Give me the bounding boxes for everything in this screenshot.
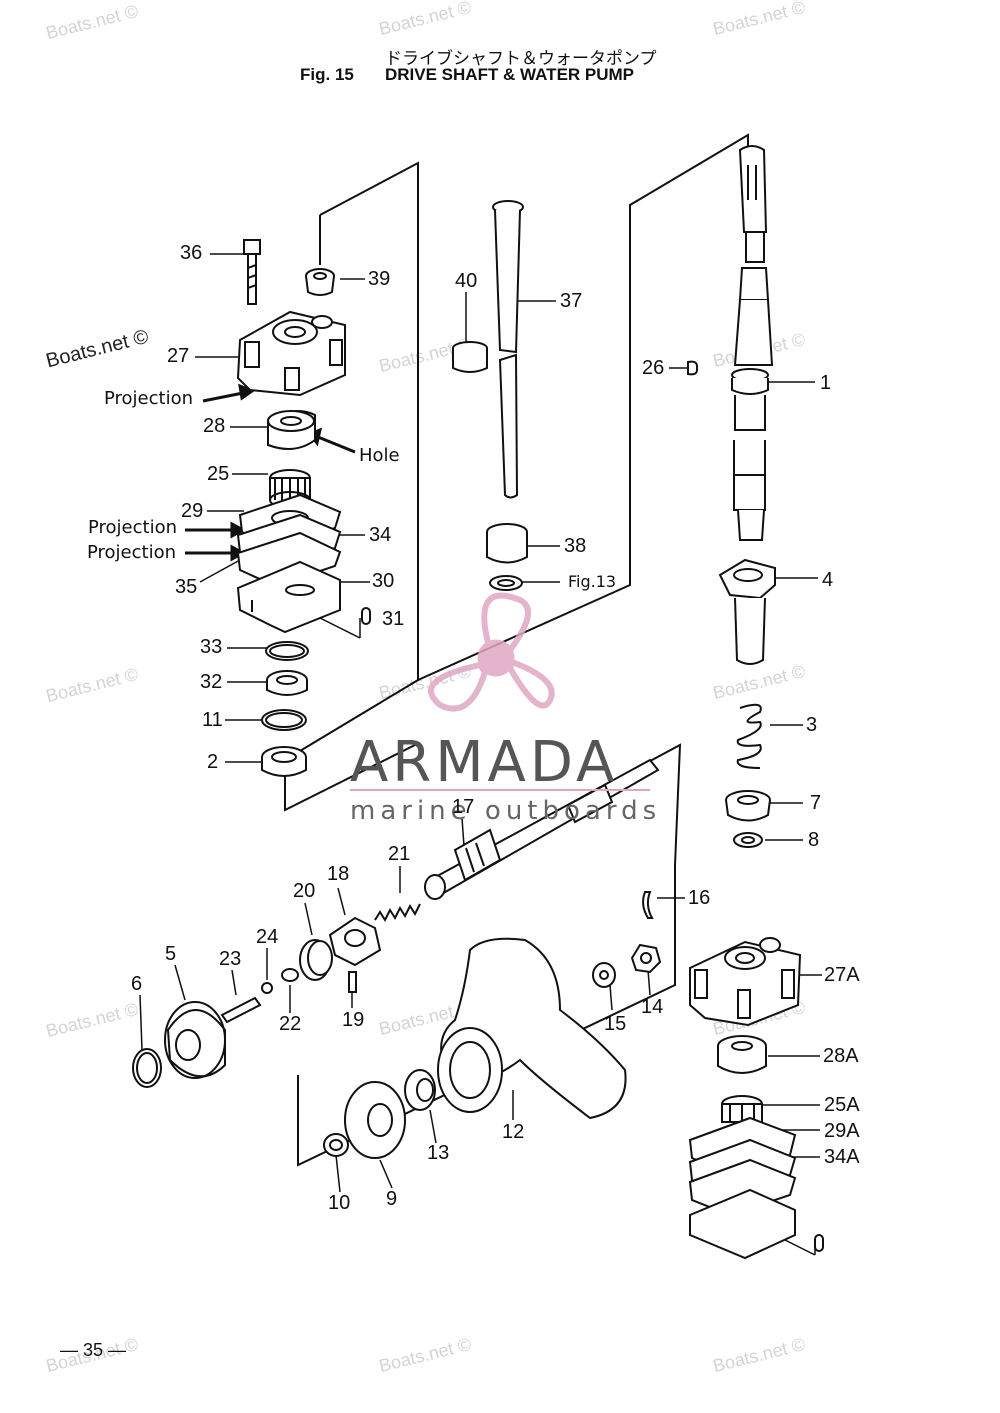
- brand-name: ARMADA: [350, 730, 619, 795]
- part-4-label: 4: [822, 569, 834, 591]
- part-40-label: 40: [455, 270, 478, 292]
- part-6-label: 6: [131, 973, 143, 995]
- part-17-label: 17: [452, 796, 475, 818]
- part-14-label: 14: [641, 996, 664, 1018]
- group-outline-center: [417, 133, 749, 681]
- part-1-label: 1: [820, 372, 832, 394]
- part-25-label: 25: [207, 463, 230, 485]
- part-26-label: 26: [642, 357, 665, 379]
- projection-label: Projection: [87, 542, 177, 563]
- part-27-label: 27: [167, 345, 190, 367]
- key-31: [361, 607, 371, 625]
- pin-19: [348, 971, 357, 993]
- part-33-label: 33: [200, 636, 223, 658]
- part-23-label: 23: [219, 948, 242, 970]
- part-12-label: 12: [502, 1121, 525, 1143]
- part-15-label: 15: [604, 1013, 627, 1035]
- ball-24: [261, 982, 273, 994]
- title-japanese: ドライブシャフト＆ウォータポンプ: [385, 49, 657, 69]
- part-29-label: 29: [181, 500, 204, 522]
- pump-housing-27A: [689, 940, 802, 1027]
- part-25A-label: 25A: [824, 1094, 860, 1116]
- projection-label: Projection: [88, 517, 178, 538]
- figure-title: DRIVE SHAFT & WATER PUMP: [385, 65, 635, 84]
- projection-label: Projection: [104, 388, 194, 409]
- part-19-label: 19: [342, 1009, 365, 1031]
- armada-logo: [428, 592, 555, 712]
- spring-21: [374, 903, 421, 923]
- part-7-label: 7: [810, 792, 822, 814]
- part-27A-label: 27A: [824, 964, 860, 986]
- part-8-label: 8: [808, 829, 820, 851]
- key-26: [687, 360, 699, 376]
- page-number: — 35 —: [60, 1340, 127, 1360]
- part-10-label: 10: [328, 1192, 351, 1214]
- part-34A-label: 34A: [824, 1146, 860, 1168]
- part-2-label: 2: [207, 751, 219, 773]
- part-16-label: 16: [688, 887, 711, 909]
- plunger-23: [220, 996, 262, 1024]
- drive-shaft-1: [738, 145, 768, 233]
- part-30-label: 30: [372, 570, 395, 592]
- part-28-label: 28: [203, 415, 226, 437]
- cartridge-30: [236, 560, 341, 634]
- bolt-36: [243, 239, 261, 255]
- cartridge-kit: [689, 1188, 796, 1260]
- fig13-reference: Fig.13: [568, 572, 617, 591]
- part-32-label: 32: [200, 671, 223, 693]
- part-9-label: 9: [386, 1188, 398, 1210]
- part-3-label: 3: [806, 714, 818, 736]
- pump-housing-27: [236, 310, 346, 397]
- part-28A-label: 28A: [823, 1045, 859, 1067]
- hole-label: Hole: [359, 445, 400, 466]
- part-5-label: 5: [165, 943, 177, 965]
- part-22-label: 22: [279, 1013, 302, 1035]
- cotter-pin-16: [642, 891, 654, 919]
- figure-label: Fig. 15: [300, 65, 354, 84]
- part-38-label: 38: [564, 535, 587, 557]
- spring-3: [736, 703, 762, 769]
- part-36-label: 36: [180, 242, 203, 264]
- brand-tagline: marine outboards: [350, 796, 662, 826]
- group-outline-gear: [297, 743, 682, 1167]
- part-35-label: 35: [175, 576, 198, 598]
- group-outline-pump: [284, 161, 419, 812]
- part-37-label: 37: [560, 290, 583, 312]
- part-29A-label: 29A: [824, 1120, 860, 1142]
- part-20-label: 20: [293, 880, 316, 902]
- part-21-label: 21: [388, 843, 411, 865]
- part-31-label: 31: [382, 608, 405, 630]
- part-39-label: 39: [368, 268, 391, 290]
- part-11-label: 11: [202, 709, 223, 731]
- roller-22: [281, 968, 299, 982]
- part-34-label: 34: [369, 524, 392, 546]
- part-18-label: 18: [327, 863, 350, 885]
- part-24-label: 24: [256, 926, 279, 948]
- part-13-label: 13: [427, 1142, 450, 1164]
